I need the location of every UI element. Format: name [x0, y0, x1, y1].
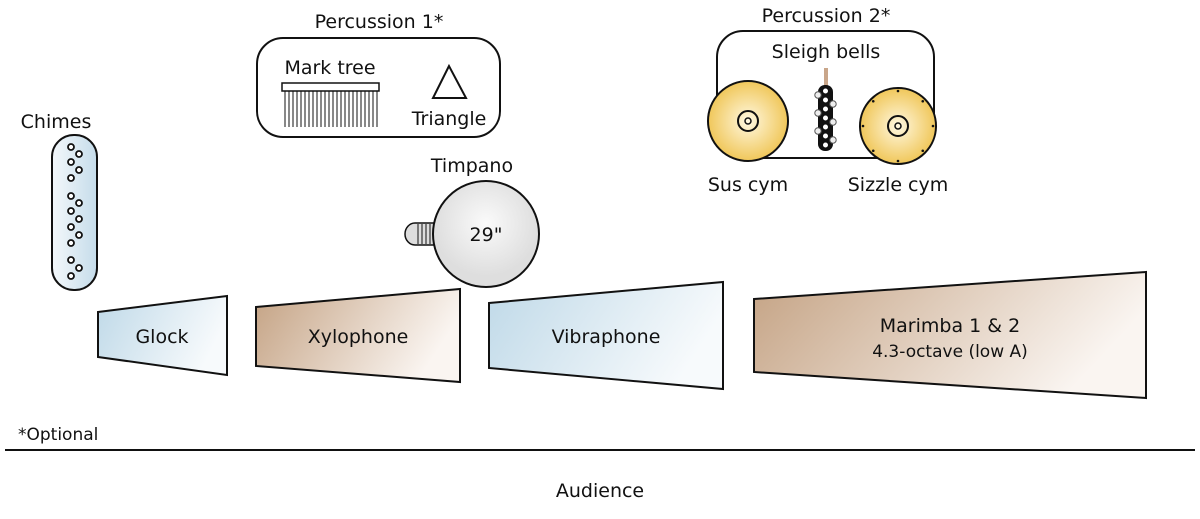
vibraphone-label: Vibraphone — [552, 326, 661, 348]
percussion-2-group: Percussion 2* Sleigh bells Sus cym Sizzl… — [707, 5, 949, 196]
mark-tree-icon — [281, 82, 380, 127]
mark-tree-label: Mark tree — [284, 57, 375, 79]
bell — [814, 109, 822, 117]
marimba-note: 4.3-octave (low A) — [872, 342, 1028, 362]
bell — [822, 141, 829, 149]
percussion-1-box — [256, 37, 501, 138]
chime-tube — [75, 199, 83, 207]
percussion-1-title: Percussion 1* — [315, 11, 444, 33]
sus-cym-label: Sus cym — [708, 174, 788, 196]
chime-tube — [67, 239, 75, 247]
glock-label: Glock — [135, 326, 188, 348]
chime-tubes — [67, 143, 83, 280]
bell — [822, 123, 829, 131]
chimes-group: Chimes — [21, 111, 98, 291]
timpano-drum — [432, 180, 540, 288]
bell — [814, 91, 822, 99]
timpano-group: Timpano 29" — [404, 155, 540, 288]
chime-tube — [67, 174, 75, 182]
percussion-2-title: Percussion 2* — [762, 5, 891, 27]
chime-tube — [67, 256, 75, 264]
chime-tube — [75, 150, 83, 158]
chime-tube — [67, 207, 75, 215]
sleigh-bells-label: Sleigh bells — [772, 41, 881, 63]
timpano-size: 29" — [470, 224, 503, 246]
sizzle-cym-label: Sizzle cym — [848, 174, 949, 196]
bell — [822, 132, 829, 140]
vibraphone: Vibraphone — [488, 280, 724, 391]
audience-label: Audience — [556, 480, 644, 502]
sizzle-cymbal-icon — [859, 87, 937, 165]
chime-tube — [75, 231, 83, 239]
chime-tube — [67, 158, 75, 166]
bell — [822, 114, 829, 122]
marimba: Marimba 1 & 2 4.3-octave (low A) — [753, 270, 1147, 400]
chime-tube — [67, 223, 75, 231]
bell — [829, 136, 837, 144]
bell — [822, 96, 829, 104]
chime-tube — [67, 192, 75, 200]
bell — [822, 87, 829, 95]
chime-tube — [75, 264, 83, 272]
glock: Glock — [97, 294, 228, 377]
triangle-icon — [431, 63, 468, 99]
bell — [822, 105, 829, 113]
xylophone: Xylophone — [255, 287, 461, 384]
bell — [814, 127, 822, 135]
sleigh-bells-icon — [814, 68, 837, 151]
percussion-1-group: Percussion 1* Mark tree Triangle — [256, 11, 501, 138]
chime-tube — [75, 215, 83, 223]
chime-tube — [67, 272, 75, 280]
xylophone-label: Xylophone — [308, 326, 409, 348]
timpano-label: Timpano — [430, 155, 513, 177]
triangle-label: Triangle — [411, 108, 487, 130]
chimes-label: Chimes — [21, 111, 92, 133]
bell — [829, 118, 837, 126]
marimba-label: Marimba 1 & 2 — [880, 315, 1020, 337]
footnote: *Optional — [18, 425, 98, 445]
timpano-pedal-icon — [404, 222, 438, 246]
chime-tube — [67, 143, 75, 151]
bell — [829, 100, 837, 108]
chime-tube — [75, 166, 83, 174]
suspended-cymbal-icon — [707, 80, 789, 162]
